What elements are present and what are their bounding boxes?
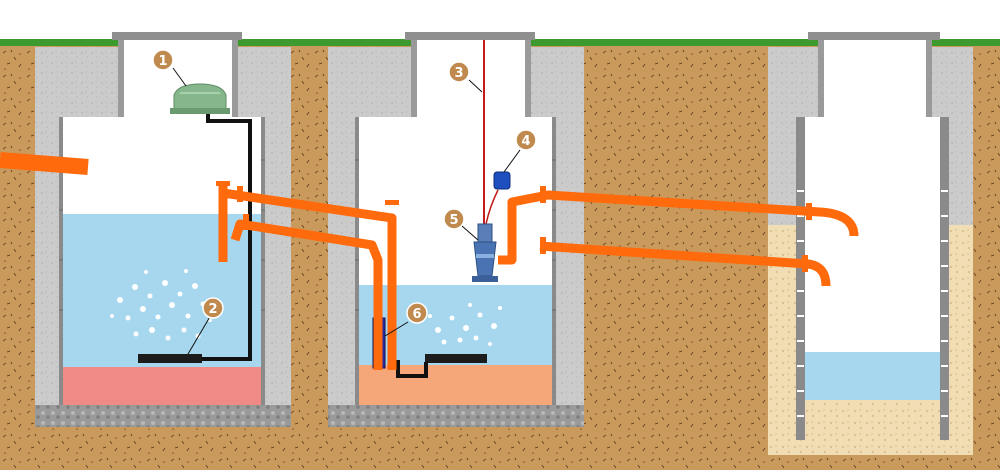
marker-5: 5: [443, 208, 465, 230]
float-switch: [493, 171, 511, 190]
chamber-3-lid: [808, 32, 940, 40]
aerator-2: [425, 354, 487, 363]
marker-4: 4: [515, 129, 537, 151]
chamber-2-lid: [405, 32, 535, 40]
overflow-pipe: [539, 241, 831, 287]
chamber-3-bottom-fill: [805, 400, 941, 440]
markers: 1 2 3 4 5 6: [152, 49, 537, 355]
chamber-3: [768, 32, 973, 455]
marker-2: 2: [202, 297, 224, 319]
svg-text:4: 4: [521, 134, 530, 149]
transfer-pipe-upper: [222, 188, 397, 370]
chamber-1-shaft-wall-left: [118, 40, 124, 120]
svg-text:2: 2: [208, 302, 217, 317]
transfer-pipe-lower: [230, 219, 383, 370]
compressor: [170, 83, 230, 114]
marker-3: 3: [448, 61, 470, 83]
chamber-1-sludge: [63, 367, 261, 405]
air-line: [200, 114, 252, 361]
inlet-pipe: [0, 152, 89, 175]
chamber-2-shaft-wall-left: [411, 40, 417, 120]
air-line-2: [396, 360, 428, 378]
svg-text:5: 5: [449, 213, 458, 228]
chamber-3-shaft: [822, 40, 928, 120]
chamber-2-shaft: [415, 40, 527, 120]
chamber-1: [35, 32, 291, 427]
chamber-3-shaft-wall-left: [818, 40, 824, 120]
air-bubbles-2: [428, 303, 502, 346]
chamber-1-gravel-bed: [35, 405, 291, 427]
float-switch-cable: [485, 189, 499, 225]
chamber-3-perforated-wall-left: [796, 117, 805, 440]
marker-1: 1: [152, 49, 174, 71]
aerator: [138, 354, 202, 363]
svg-text:6: 6: [412, 307, 421, 322]
chamber-2-shaft-wall-right: [525, 40, 531, 120]
air-bubbles-1: [110, 269, 212, 341]
pipes: [0, 152, 859, 370]
chamber-3-shaft-wall-right: [926, 40, 932, 120]
chamber-3-water: [805, 352, 941, 400]
pump-discharge-pipe: [498, 190, 859, 265]
chamber-3-perforated-wall-right: [940, 117, 949, 440]
chamber-2-gravel-bed: [328, 405, 584, 427]
svg-text:3: 3: [454, 66, 463, 81]
chamber-1-lid: [112, 32, 242, 40]
marker-6: 6: [406, 302, 428, 324]
svg-text:1: 1: [158, 54, 167, 69]
drainage-pump: [472, 223, 498, 282]
chamber-1-water: [63, 214, 261, 367]
chamber-1-shaft-wall-right: [232, 40, 238, 120]
chamber-2-sludge: [359, 365, 552, 405]
